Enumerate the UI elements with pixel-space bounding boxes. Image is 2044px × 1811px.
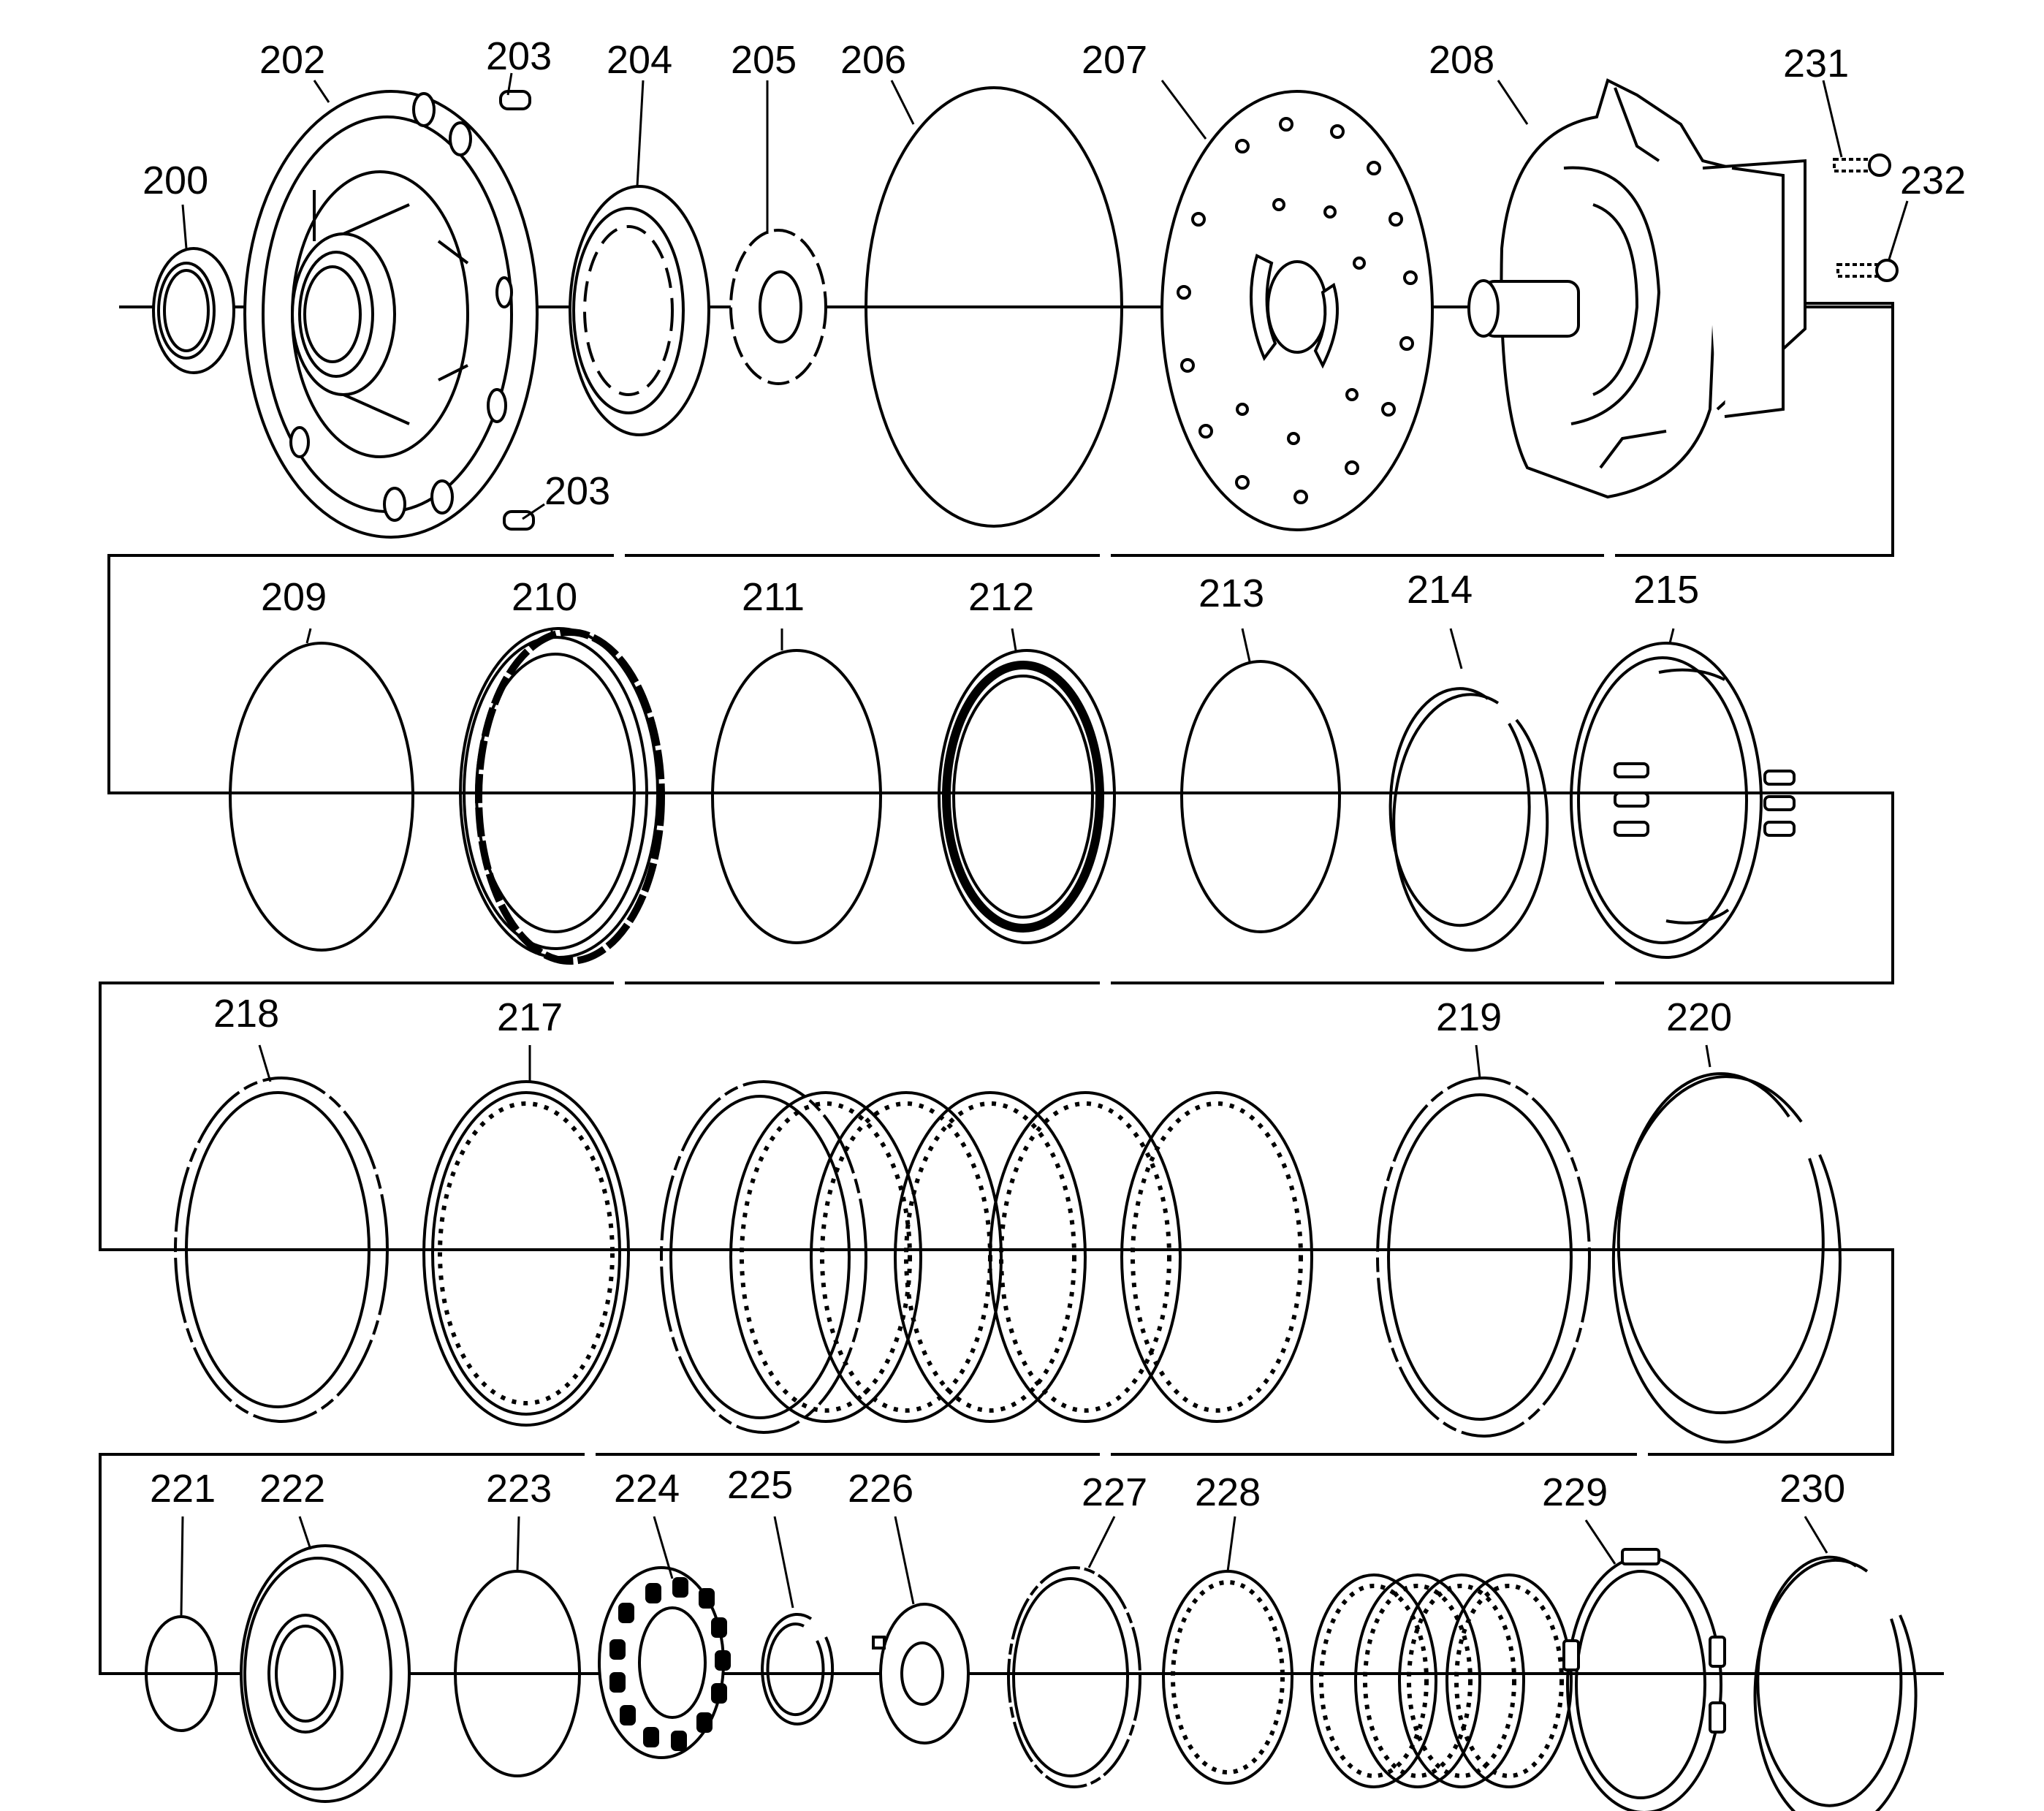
part-200-seal xyxy=(152,247,235,374)
part-220-snap-ring xyxy=(1611,1072,1842,1444)
part-218-steel-plate xyxy=(174,1077,389,1423)
leader-lines xyxy=(180,72,1909,1616)
callout-222: 222 xyxy=(259,1467,325,1511)
callout-231: 231 xyxy=(1783,42,1849,86)
callout-214: 214 xyxy=(1407,568,1473,612)
part-221-ring xyxy=(145,1615,218,1732)
part-203-dowel-upper xyxy=(499,90,531,110)
callout-224: 224 xyxy=(614,1467,680,1511)
callout-218: 218 xyxy=(213,992,279,1036)
callout-219: 219 xyxy=(1436,995,1502,1039)
part-207-plate xyxy=(1160,90,1434,531)
part-211-ring xyxy=(711,649,882,944)
part-219-steel-plate xyxy=(1376,1077,1591,1438)
part-214-snap-ring xyxy=(1388,687,1549,952)
clutch-pack-low xyxy=(1310,1573,1573,1788)
callout-217: 217 xyxy=(497,995,563,1039)
callout-202: 202 xyxy=(259,38,325,82)
callout-203-upper: 203 xyxy=(486,34,552,78)
callout-230: 230 xyxy=(1779,1467,1845,1511)
part-222-piston xyxy=(240,1544,411,1803)
callout-200: 200 xyxy=(143,159,208,202)
part-213-ring xyxy=(1180,660,1341,933)
callout-205: 205 xyxy=(731,38,797,82)
part-202-pump-cover xyxy=(243,90,539,539)
callout-225: 225 xyxy=(727,1463,793,1507)
part-209-ring xyxy=(229,642,414,952)
clutch-pack-center xyxy=(660,1080,1313,1434)
callout-206: 206 xyxy=(840,38,906,82)
callout-208: 208 xyxy=(1429,38,1494,82)
callout-204: 204 xyxy=(607,38,672,82)
part-204-outer-gear xyxy=(569,185,710,436)
part-212-seal xyxy=(938,649,1116,944)
callout-221: 221 xyxy=(150,1467,216,1511)
part-231-bolt xyxy=(1833,153,1891,177)
callout-211: 211 xyxy=(742,575,805,619)
part-208-pump-body xyxy=(1467,78,1806,499)
part-210-piston xyxy=(459,627,665,965)
callout-227: 227 xyxy=(1082,1470,1147,1514)
part-206-o-ring xyxy=(865,86,1123,528)
callout-labels: 200 202 203 203 204 205 206 207 208 231 … xyxy=(143,34,1966,1514)
callout-215: 215 xyxy=(1633,568,1699,612)
part-215-spring-assembly xyxy=(1570,642,1796,959)
callout-226: 226 xyxy=(848,1467,913,1511)
part-229-spring-plate xyxy=(1562,1548,1726,1811)
callout-220: 220 xyxy=(1666,995,1732,1039)
callout-203-lower: 203 xyxy=(544,469,610,513)
part-226-thrust-washer xyxy=(872,1603,970,1744)
part-217-friction-plate xyxy=(422,1080,630,1427)
callout-223: 223 xyxy=(486,1467,552,1511)
part-225-snap-ring xyxy=(761,1612,835,1725)
callout-209: 209 xyxy=(261,575,327,619)
part-232-bolt xyxy=(1836,259,1899,282)
part-227-steel-plate xyxy=(1007,1566,1141,1788)
part-224-spring-assembly xyxy=(598,1566,731,1759)
part-230-snap-ring xyxy=(1753,1555,1918,1811)
callout-228: 228 xyxy=(1195,1470,1261,1514)
callout-232: 232 xyxy=(1900,159,1966,202)
callout-229: 229 xyxy=(1542,1470,1608,1514)
callout-213: 213 xyxy=(1198,572,1264,615)
row-connector-gaps xyxy=(585,553,1648,1457)
part-205-inner-gear xyxy=(729,229,827,385)
callout-210: 210 xyxy=(512,575,577,619)
callout-207: 207 xyxy=(1082,38,1147,82)
callout-212: 212 xyxy=(968,575,1034,619)
